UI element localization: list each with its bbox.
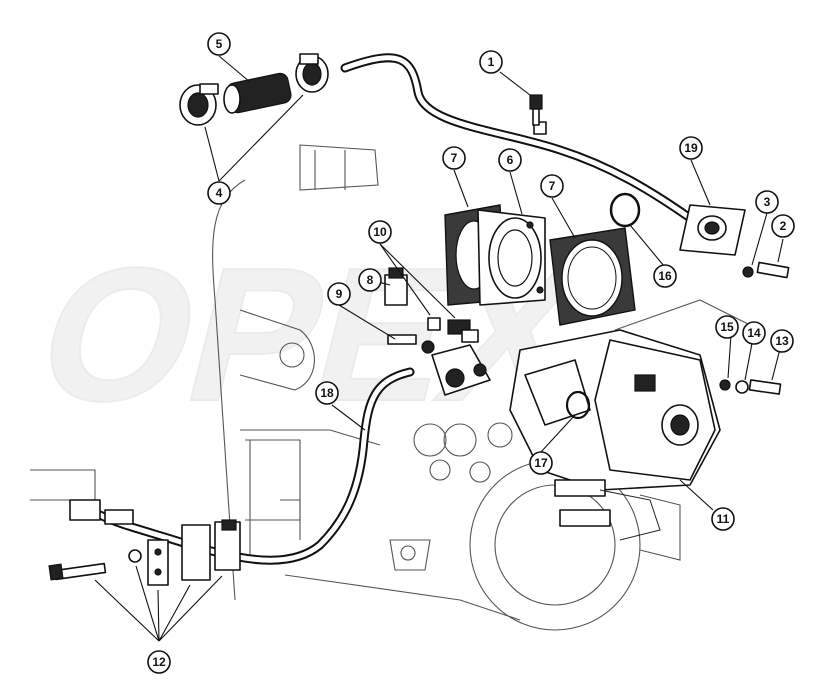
bolt-1 — [529, 94, 543, 126]
callout-13: 13 — [770, 329, 794, 353]
callout-7-left-label: 7 — [451, 151, 458, 165]
callout-2-label: 2 — [780, 219, 787, 233]
callout-16-label: 16 — [658, 269, 672, 283]
callout-16: 16 — [653, 264, 677, 288]
callout-13-label: 13 — [775, 334, 789, 348]
callout-3-label: 3 — [764, 195, 771, 209]
callout-19-label: 19 — [684, 141, 698, 155]
callout-18: 18 — [315, 381, 339, 405]
callout-8: 8 — [358, 268, 382, 292]
callout-4: 4 — [207, 181, 231, 205]
callout-6-label: 6 — [507, 153, 514, 167]
callout-12: 12 — [147, 650, 171, 674]
engine-housing — [30, 144, 761, 631]
callout-11: 11 — [711, 507, 735, 531]
gasket-7-right — [549, 227, 636, 326]
callout-5: 5 — [207, 32, 231, 56]
callout-1: 1 — [479, 50, 503, 74]
pipe-18 — [69, 367, 415, 565]
callout-12-label: 12 — [152, 655, 166, 669]
callout-5-label: 5 — [216, 37, 223, 51]
callout-3: 3 — [755, 190, 779, 214]
leader-lines — [94, 55, 784, 642]
callout-8-label: 8 — [367, 273, 374, 287]
callout-7-right: 7 — [540, 174, 564, 198]
hose-assembly — [179, 53, 329, 126]
callout-7-left: 7 — [442, 146, 466, 170]
callout-9-label: 9 — [336, 287, 343, 301]
upper-pipe — [340, 53, 695, 223]
callout-2: 2 — [771, 214, 795, 238]
callout-18-label: 18 — [320, 386, 334, 400]
callout-4-label: 4 — [216, 186, 223, 200]
callout-11-label: 11 — [717, 512, 730, 526]
callout-1-label: 1 — [488, 55, 495, 69]
callout-17: 17 — [529, 451, 553, 475]
callout-14: 14 — [742, 321, 766, 345]
clamp-set-12 — [48, 519, 241, 586]
callout-19: 19 — [679, 136, 703, 160]
callout-15: 15 — [715, 315, 739, 339]
callout-10: 10 — [368, 220, 392, 244]
housing-6 — [477, 209, 546, 306]
callout-7-right-label: 7 — [549, 179, 556, 193]
o-ring-16 — [609, 192, 641, 228]
callout-10-label: 10 — [373, 225, 387, 239]
callout-17-label: 17 — [534, 456, 548, 470]
callout-15-label: 15 — [720, 320, 734, 334]
pump-11 — [509, 329, 782, 541]
callout-14-label: 14 — [747, 326, 761, 340]
fittings-8-9-10 — [384, 267, 491, 396]
callout-6: 6 — [498, 148, 522, 172]
flange-19 — [679, 204, 790, 279]
callout-9: 9 — [327, 282, 351, 306]
